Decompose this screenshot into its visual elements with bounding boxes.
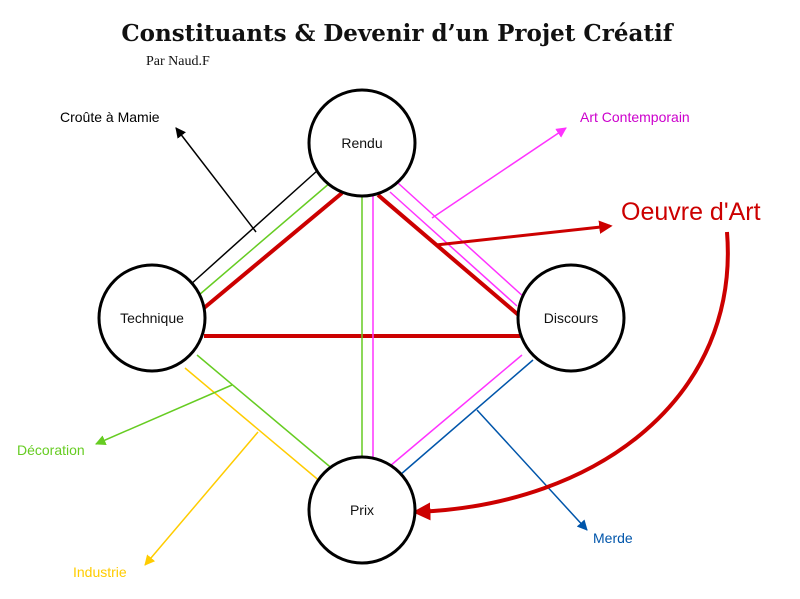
- node-prix-label: Prix: [350, 502, 374, 518]
- arrow-to-decoration: [95, 384, 233, 446]
- link-technique-rendu-green: [198, 181, 332, 296]
- link-technique-prix-green: [196, 354, 336, 472]
- link-technique-rendu-black: [189, 169, 319, 286]
- label-decoration: Décoration: [17, 442, 85, 458]
- page-subtitle: Par Naud.F: [146, 54, 210, 69]
- node-technique-label: Technique: [120, 310, 184, 326]
- label-industrie: Industrie: [73, 564, 127, 580]
- link-rendu-discours-magenta-1: [397, 182, 526, 299]
- link-rendu-discours-magenta-2: [389, 191, 518, 307]
- arrow-to-oeuvre: [435, 220, 613, 247]
- arrow-to-art-contemporain: [431, 127, 567, 219]
- arrow-to-industrie: [144, 431, 259, 566]
- label-art-contemporain: Art Contemporain: [580, 109, 690, 125]
- arrow-to-croute: [175, 127, 257, 233]
- label-oeuvre: Oeuvre d'Art: [621, 198, 761, 226]
- link-technique-rendu-red: [202, 191, 344, 310]
- link-discours-prix-magenta: [389, 354, 523, 467]
- node-rendu: Rendu: [307, 88, 417, 198]
- node-technique: Technique: [97, 263, 207, 373]
- label-croute: Croûte à Mamie: [60, 109, 160, 125]
- link-discours-prix-blue: [399, 359, 534, 476]
- arrow-oeuvre-to-prix: [412, 231, 730, 521]
- link-technique-prix-yellow: [184, 367, 323, 484]
- label-merde: Merde: [593, 530, 633, 546]
- node-discours: Discours: [516, 263, 626, 373]
- arrow-to-merde: [476, 409, 588, 531]
- page-title: Constituants & Devenir d’un Projet Créat…: [121, 20, 674, 47]
- node-discours-label: Discours: [544, 310, 598, 326]
- node-rendu-label: Rendu: [341, 135, 382, 151]
- link-rendu-discours-red: [376, 193, 524, 320]
- node-prix: Prix: [307, 455, 417, 565]
